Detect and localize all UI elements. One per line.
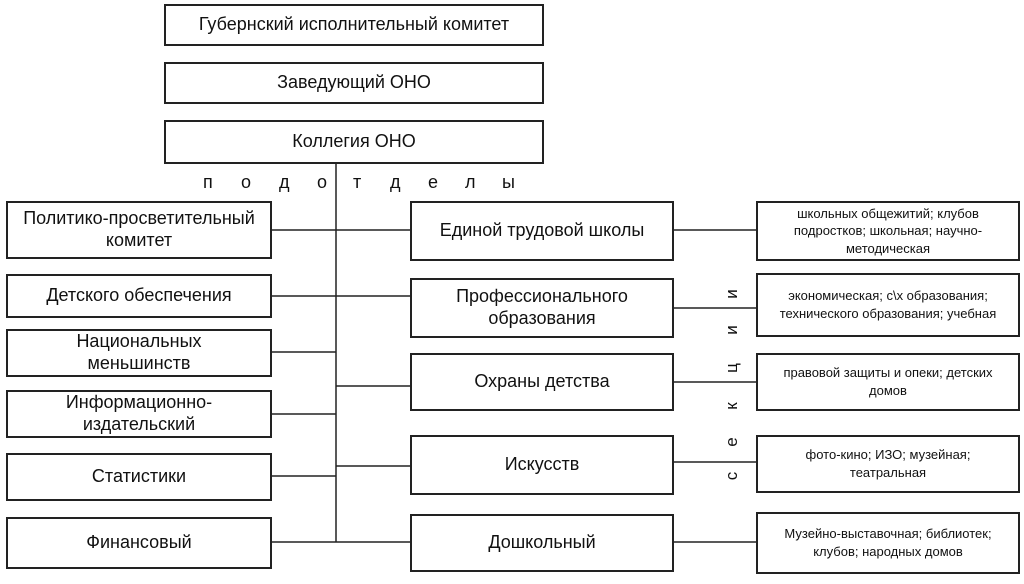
section-professionalnogo: экономическая; с\х образования; техничес… xyxy=(756,273,1020,337)
subdept-informatsionno: Информационно-издательский xyxy=(6,390,272,438)
subdept-label: Финансовый xyxy=(86,532,192,553)
podotdely-char: т xyxy=(353,172,362,192)
section-label: Музейно-выставочная; библиотек; клубов; … xyxy=(784,526,992,559)
subdept-label: Дошкольный xyxy=(488,532,596,553)
sektsii-char: и xyxy=(722,289,741,299)
subdept-label: Статистики xyxy=(91,466,187,487)
section-label: школьных общежитий; клубов подростков; ш… xyxy=(793,205,983,256)
podotdely-char: л xyxy=(465,172,476,192)
section-edinoy-trudovoy: школьных общежитий; клубов подростков; ш… xyxy=(756,201,1020,261)
subdept-natsionalnykh: Национальных меньшинств xyxy=(6,329,272,377)
podotdely-char: о xyxy=(317,172,328,192)
sektsii-char: е xyxy=(722,437,741,447)
podotdely-char: д xyxy=(390,172,401,192)
section-label: экономическая; с\х образования; техничес… xyxy=(779,288,997,321)
box-gubernsky-label: Губернский исполнительный комитет xyxy=(198,14,510,35)
podotdely-char: ы xyxy=(502,172,515,192)
subdept-label: Единой трудовой школы xyxy=(439,220,645,241)
section-doshkolnyy: Музейно-выставочная; библиотек; клубов; … xyxy=(756,512,1020,574)
subdept-finansovyy: Финансовый xyxy=(6,517,272,569)
subdept-label: Искусств xyxy=(504,454,580,475)
subdept-label: Политико-просветительный комитет xyxy=(23,208,255,250)
sektsii-char: ц xyxy=(722,363,741,373)
section-label: фото-кино; ИЗО; музейная; театральная xyxy=(805,447,971,480)
subdept-label: Национальных меньшинств xyxy=(76,331,202,373)
podotdely-char: д xyxy=(279,172,290,192)
subdept-label: Информационно-издательский xyxy=(65,392,213,434)
subdept-politiko: Политико-просветительный комитет xyxy=(6,201,272,259)
podotdely-char: о xyxy=(241,172,252,192)
section-label: правовой защиты и опеки; детских домов xyxy=(783,365,993,398)
box-zaveduyushchiy-ono: Заведующий ОНО xyxy=(164,62,544,104)
subdept-label: Детского обеспечения xyxy=(46,285,232,306)
podotdely-char: е xyxy=(428,172,439,192)
subdept-iskusstv: Искусств xyxy=(410,435,674,495)
subdept-doshkolnyy: Дошкольный xyxy=(410,514,674,572)
podotdely-char: п xyxy=(203,172,213,192)
subdept-statistiki: Статистики xyxy=(6,453,272,501)
box-kollegiya-ono: Коллегия ОНО xyxy=(164,120,544,164)
section-okhrany-detstva: правовой защиты и опеки; детских домов xyxy=(756,353,1020,411)
subdept-detskogo-obespecheniya: Детского обеспечения xyxy=(6,274,272,318)
subdept-edinoy-trudovoy-shkoly: Единой трудовой школы xyxy=(410,201,674,261)
subdept-okhrany-detstva: Охраны детства xyxy=(410,353,674,411)
section-iskusstv: фото-кино; ИЗО; музейная; театральная xyxy=(756,435,1020,493)
sektsii-char: к xyxy=(722,402,741,410)
box-kollegiya-label: Коллегия ОНО xyxy=(292,131,416,152)
box-gubernsky-ispolkom: Губернский исполнительный комитет xyxy=(164,4,544,46)
sektsii-char: и xyxy=(722,325,741,335)
box-zaveduyushchiy-label: Заведующий ОНО xyxy=(277,72,431,93)
subdept-professionalnogo: Профессионального образования xyxy=(410,278,674,338)
subdept-label: Профессионального образования xyxy=(456,286,628,328)
subdept-label: Охраны детства xyxy=(474,371,610,392)
sektsii-char: с xyxy=(722,471,741,481)
